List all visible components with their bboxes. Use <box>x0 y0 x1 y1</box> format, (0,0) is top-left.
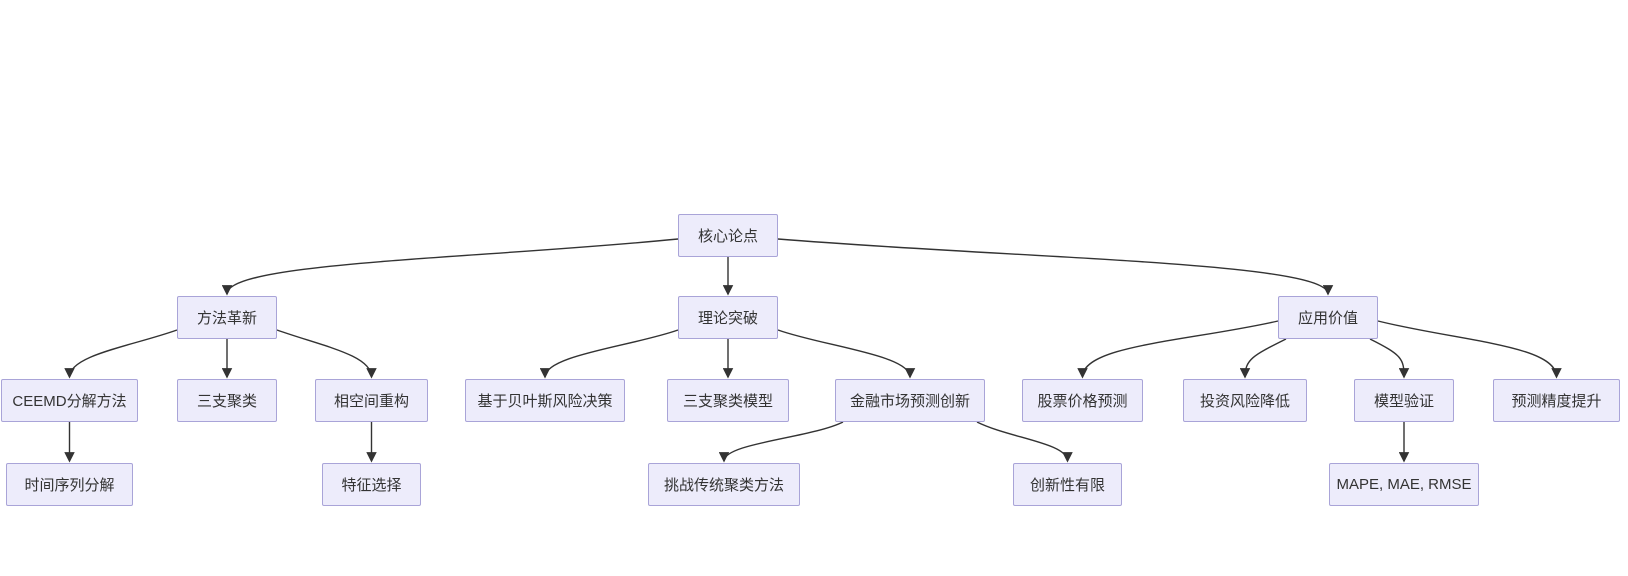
node-label: 理论突破 <box>697 310 758 327</box>
edge-application-value--stock-price-prediction <box>1077 320 1279 379</box>
node-label: 核心论点 <box>697 228 758 245</box>
edge-financial-market-forecast-innovation--limited-novelty <box>976 421 1073 463</box>
edge-application-value--investment-risk-reduction <box>1239 338 1287 379</box>
node-stock-price-prediction: 股票价格预测 <box>1022 379 1143 422</box>
edge-theory-breakthrough--bayesian-risk-decision <box>539 329 679 379</box>
node-three-way-clustering: 三支聚类 <box>177 379 277 422</box>
edge-core-thesis--application-value <box>777 238 1334 296</box>
node-feature-selection: 特征选择 <box>322 463 421 506</box>
node-ceemd-decomposition: CEEMD分解方法 <box>1 379 138 422</box>
node-label: 方法革新 <box>196 310 257 327</box>
node-label: 应用价值 <box>1297 310 1358 327</box>
node-error-metrics: MAPE, MAE, RMSE <box>1329 463 1479 506</box>
node-label: CEEMD分解方法 <box>12 393 127 410</box>
node-method-innovation: 方法革新 <box>177 296 277 339</box>
node-label: 三支聚类模型 <box>682 393 773 410</box>
node-label: 基于贝叶斯风险决策 <box>477 393 613 410</box>
node-label: 特征选择 <box>341 477 402 494</box>
node-limited-novelty: 创新性有限 <box>1013 463 1122 506</box>
node-label: 预测精度提升 <box>1511 393 1602 410</box>
edge-method-innovation--ceemd-decomposition <box>64 329 178 379</box>
node-label: MAPE, MAE, RMSE <box>1336 476 1472 493</box>
edge-theory-breakthrough--financial-market-forecast-innovation <box>777 329 916 379</box>
node-label: 挑战传统聚类方法 <box>663 477 784 494</box>
node-application-value: 应用价值 <box>1278 296 1378 339</box>
edges-group <box>64 238 1562 463</box>
node-label: 相空间重构 <box>333 393 409 410</box>
node-label: 三支聚类 <box>196 393 257 410</box>
node-label: 金融市场预测创新 <box>849 393 970 410</box>
edge-method-innovation--phase-space-reconstruction <box>276 329 377 379</box>
edge-application-value--model-validation <box>1369 338 1410 379</box>
node-three-way-clustering-model: 三支聚类模型 <box>667 379 789 422</box>
node-label: 创新性有限 <box>1029 477 1105 494</box>
node-label: 时间序列分解 <box>24 477 115 494</box>
node-core-thesis: 核心论点 <box>678 214 778 257</box>
node-time-series-decomposition: 时间序列分解 <box>6 463 133 506</box>
node-bayesian-risk-decision: 基于贝叶斯风险决策 <box>465 379 625 422</box>
edge-application-value--forecast-accuracy-improvement <box>1377 320 1562 379</box>
node-phase-space-reconstruction: 相空间重构 <box>315 379 428 422</box>
node-challenge-traditional-clustering: 挑战传统聚类方法 <box>648 463 800 506</box>
node-label: 投资风险降低 <box>1199 393 1290 410</box>
node-label: 股票价格预测 <box>1037 393 1128 410</box>
node-theory-breakthrough: 理论突破 <box>678 296 778 339</box>
node-label: 模型验证 <box>1373 393 1434 410</box>
node-forecast-accuracy-improvement: 预测精度提升 <box>1493 379 1620 422</box>
node-model-validation: 模型验证 <box>1354 379 1454 422</box>
edge-core-thesis--method-innovation <box>221 238 679 296</box>
node-financial-market-forecast-innovation: 金融市场预测创新 <box>835 379 985 422</box>
edge-financial-market-forecast-innovation--challenge-traditional-clustering <box>718 421 844 463</box>
node-investment-risk-reduction: 投资风险降低 <box>1183 379 1307 422</box>
